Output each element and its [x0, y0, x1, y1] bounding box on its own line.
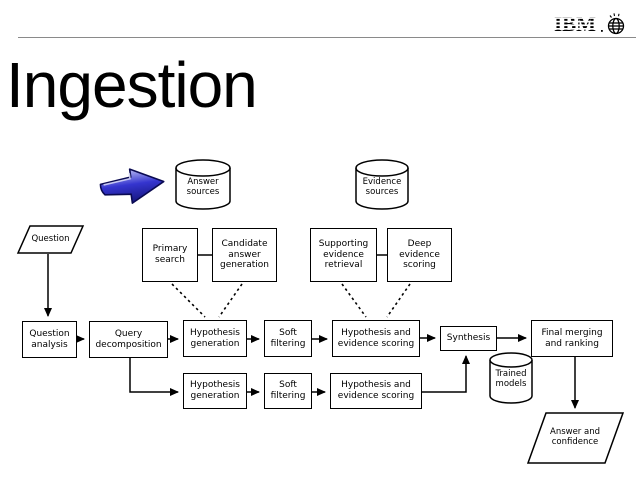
node-label: Evidence sources	[362, 176, 402, 197]
trained-models-datastore	[489, 352, 533, 404]
trademark-dot	[601, 30, 603, 32]
node-supporting-evidence-retrieval: Supporting evidence retrieval	[310, 228, 377, 282]
node-label: Soft filtering	[270, 327, 306, 349]
dashed-deep-to-scoring	[386, 283, 411, 318]
node-hypothesis-evidence-scoring-top: Hypothesis and evidence scoring	[332, 320, 420, 357]
node-final-merging-ranking: Final merging and ranking	[531, 320, 613, 357]
node-candidate-answer-generation: Candidate answer generation	[212, 228, 277, 282]
node-label: Trained models	[495, 368, 527, 389]
node-evidence-sources-label: Evidence sources	[354, 170, 410, 204]
node-deep-evidence-scoring: Deep evidence scoring	[387, 228, 452, 282]
dashed-primary-to-hypgen	[171, 283, 206, 318]
node-label: Query decomposition	[95, 328, 162, 350]
evidence-sources-datastore	[355, 159, 409, 210]
node-hypothesis-generation-top: Hypothesis generation	[183, 320, 247, 357]
node-label: Hypothesis and evidence scoring	[337, 380, 415, 401]
answer-confidence-io-shape	[526, 412, 625, 464]
dashed-candidate-to-hypgen	[218, 283, 243, 318]
node-label: Hypothesis generation	[190, 380, 240, 401]
node-answer-sources-label: Answer sources	[176, 170, 230, 204]
globe-icon	[607, 13, 625, 35]
node-label: Hypothesis generation	[190, 327, 240, 349]
node-trained-models-label: Trained models	[487, 362, 535, 396]
node-label: Hypothesis and evidence scoring	[337, 327, 415, 349]
node-answer-confidence-label: Answer and confidence	[543, 415, 607, 459]
node-label: Deep evidence scoring	[399, 239, 440, 271]
node-synthesis: Synthesis	[440, 326, 497, 351]
header-divider	[18, 37, 636, 38]
node-label: Final merging and ranking	[541, 327, 603, 349]
node-label: Synthesis	[446, 333, 491, 344]
connector-scoring-bottom-to-synthesis	[422, 355, 470, 393]
node-question-analysis: Question analysis	[22, 321, 77, 358]
page-title: Ingestion	[6, 49, 258, 121]
node-label: Primary search	[152, 244, 188, 265]
node-label: Soft filtering	[270, 380, 306, 401]
node-query-decomposition: Query decomposition	[89, 321, 168, 358]
pointer-arrow-icon	[99, 168, 165, 204]
ibm-logo: IBM	[551, 12, 625, 36]
node-label: Question analysis	[29, 328, 70, 350]
node-hypothesis-evidence-scoring-bottom: Hypothesis and evidence scoring	[330, 373, 422, 409]
node-soft-filtering-bottom: Soft filtering	[264, 373, 312, 409]
node-primary-search: Primary search	[142, 228, 198, 282]
dashed-supporting-to-scoring	[341, 283, 367, 318]
node-label: Answer sources	[186, 176, 220, 197]
node-label: Supporting evidence retrieval	[318, 239, 369, 271]
answer-sources-datastore	[175, 159, 231, 210]
node-soft-filtering-top: Soft filtering	[264, 320, 312, 357]
question-io-shape	[16, 225, 85, 254]
ibm-logo-text: IBM	[554, 12, 596, 36]
node-label: Candidate answer generation	[220, 239, 269, 271]
ibm-logo-stripes	[551, 17, 603, 30]
node-question-label: Question	[22, 228, 79, 251]
node-label: Question	[31, 234, 70, 245]
connector-decomposition-to-hypgen-bottom	[129, 358, 179, 396]
node-hypothesis-generation-bottom: Hypothesis generation	[183, 373, 247, 409]
node-label: Answer and confidence	[550, 426, 600, 447]
